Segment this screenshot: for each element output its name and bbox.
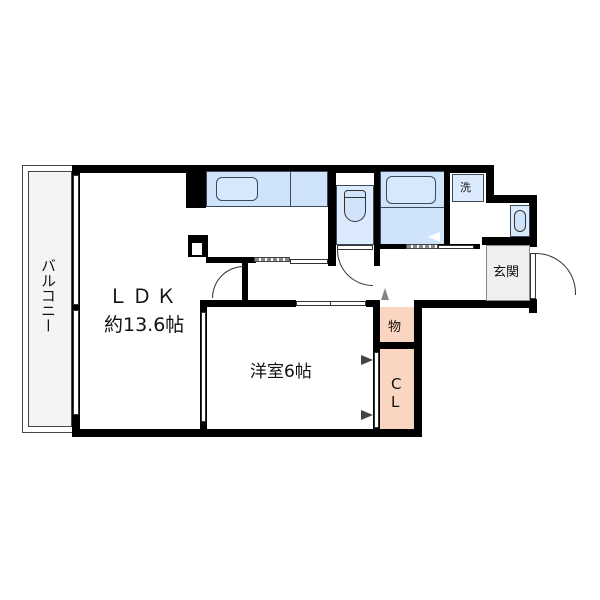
- ldk-name: ＬＤＫ: [108, 284, 180, 308]
- wall-bath-right: [444, 171, 450, 245]
- ldk-size: 約13.6帖: [104, 314, 185, 336]
- washer-label: 洗: [460, 181, 471, 194]
- wall-entrance-top: [482, 237, 534, 245]
- ldk-pillar-inner: [192, 243, 202, 255]
- wall-toilet-right: [374, 170, 380, 266]
- toilet-bowl: [344, 190, 366, 222]
- kitchen-sink: [216, 177, 258, 201]
- entrance-door-frame[interactable]: [530, 253, 536, 299]
- ldk-door-swing[interactable]: [212, 266, 244, 298]
- closet-door-marker-upper[interactable]: [361, 355, 373, 365]
- bath-sliding-door[interactable]: [406, 244, 438, 249]
- entrance-label: 玄関: [493, 265, 520, 280]
- wall-right-upper: [486, 165, 494, 201]
- entrance: [486, 245, 530, 301]
- closet-label-2: L: [391, 393, 400, 411]
- entrance-door-swing[interactable]: [536, 253, 576, 295]
- wall-top-kitchen: [188, 165, 338, 173]
- storage: [380, 307, 414, 343]
- wall-kitchen-bottom: [206, 257, 256, 263]
- wall-top-ldk: [72, 165, 210, 173]
- western-sliding-door-b[interactable]: [330, 301, 366, 306]
- wall-top-bath: [330, 165, 492, 173]
- closet: [380, 349, 414, 429]
- kitchen-pillar: [186, 170, 206, 208]
- washbasin-bowl: [514, 210, 526, 232]
- western-room-label: 洋室6帖: [250, 362, 312, 382]
- toilet-tank: [344, 197, 366, 198]
- western-window[interactable]: [201, 312, 206, 422]
- kitchen-counter-divider: [290, 171, 291, 207]
- wall-bottom-entrance: [414, 300, 537, 308]
- wall-western-top: [200, 300, 296, 307]
- bathroom-door-marker[interactable]: [428, 232, 440, 242]
- washer: [452, 174, 484, 202]
- balcony-label: バルコニー: [39, 258, 57, 333]
- wall-right-lower: [414, 300, 422, 437]
- toilet-door-swing[interactable]: [337, 250, 373, 286]
- bath-sliding-panel[interactable]: [438, 245, 474, 249]
- wall-bottom: [72, 429, 422, 437]
- closet-door-marker-lower[interactable]: [361, 410, 373, 420]
- balcony-window-upper[interactable]: [73, 175, 79, 305]
- wall-right: [529, 195, 537, 247]
- storage-label: 物: [388, 320, 402, 335]
- kitchen-sliding-panel[interactable]: [290, 259, 328, 264]
- closet-door[interactable]: [374, 352, 379, 428]
- toilet-door-frame[interactable]: [337, 245, 373, 250]
- bathroom-divider: [380, 207, 446, 208]
- wall-top-step: [486, 195, 536, 203]
- closet-label-1: C: [391, 375, 402, 393]
- western-sliding-door-a[interactable]: [296, 301, 332, 306]
- balcony-inner: [28, 171, 72, 427]
- kitchen-sliding-door[interactable]: [254, 257, 290, 262]
- bathtub: [386, 176, 436, 204]
- balcony-window-lower[interactable]: [73, 310, 79, 415]
- wall-hall-left: [242, 262, 248, 300]
- wall-kitchen-right: [328, 170, 336, 266]
- wall-storage-bottom: [380, 342, 414, 349]
